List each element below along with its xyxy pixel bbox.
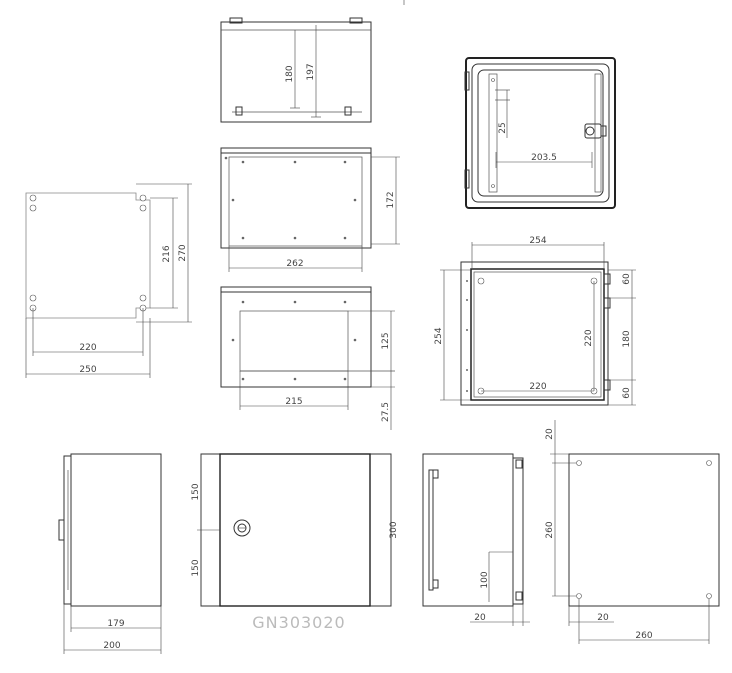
dim-front-150-bottom: 150 (191, 559, 201, 576)
hinge-side-view: 100 20 (422, 453, 530, 626)
dim-mount-254-v: 254 (434, 327, 444, 344)
dim-mount-180: 180 (622, 330, 632, 347)
gland-plate-view: 125 27.5 215 (220, 286, 395, 430)
dim-wall-20-bottom: 20 (597, 613, 609, 623)
dim-plate-270: 270 (178, 244, 188, 261)
dim-plate-220: 220 (79, 343, 96, 353)
dim-wall-260-h: 260 (635, 631, 652, 641)
dim-mount-60-bottom: 60 (622, 387, 632, 399)
front-view: 150 150 300 GN303020 (191, 453, 399, 632)
dim-wall-20-top: 20 (545, 428, 555, 440)
dim-side-200: 200 (103, 641, 120, 651)
dim-hinge-20: 20 (474, 613, 486, 623)
dim-door-203-5: 203.5 (531, 153, 557, 163)
dim-back-262: 262 (286, 259, 303, 269)
dim-front-150-top: 150 (191, 483, 201, 500)
mounting-view: 254 254 220 220 60 180 60 (434, 236, 636, 406)
top-view: 180 197 (220, 0, 405, 123)
dim-mount-220-h: 220 (529, 382, 546, 392)
dim-plate-250: 250 (79, 365, 96, 375)
door-inside-view: 25 203.5 (464, 57, 616, 209)
back-view: 172 262 (220, 147, 400, 272)
dim-gland-125: 125 (381, 332, 391, 349)
dim-top-180: 180 (285, 65, 295, 82)
dim-gland-215: 215 (285, 397, 302, 407)
mounting-plate-view: 216 270 220 250 (25, 183, 192, 378)
dim-door-25: 25 (498, 122, 508, 133)
dim-mount-254-h: 254 (529, 236, 546, 246)
wall-view: 20 260 20 260 (545, 420, 720, 644)
dim-front-300: 300 (389, 521, 399, 538)
dim-back-172: 172 (386, 191, 396, 208)
dim-gland-27-5: 27.5 (381, 402, 391, 422)
dim-top-197: 197 (306, 63, 316, 80)
dim-plate-216: 216 (162, 245, 172, 262)
dim-wall-260-v: 260 (545, 521, 555, 538)
lock-icon (233, 519, 251, 537)
side-view: 179 200 (58, 453, 162, 654)
dim-hinge-100: 100 (480, 571, 490, 588)
dim-mount-220-v: 220 (584, 329, 594, 346)
model-code: GN303020 (252, 613, 345, 632)
dim-mount-60-top: 60 (622, 273, 632, 285)
dim-side-179: 179 (107, 619, 124, 629)
